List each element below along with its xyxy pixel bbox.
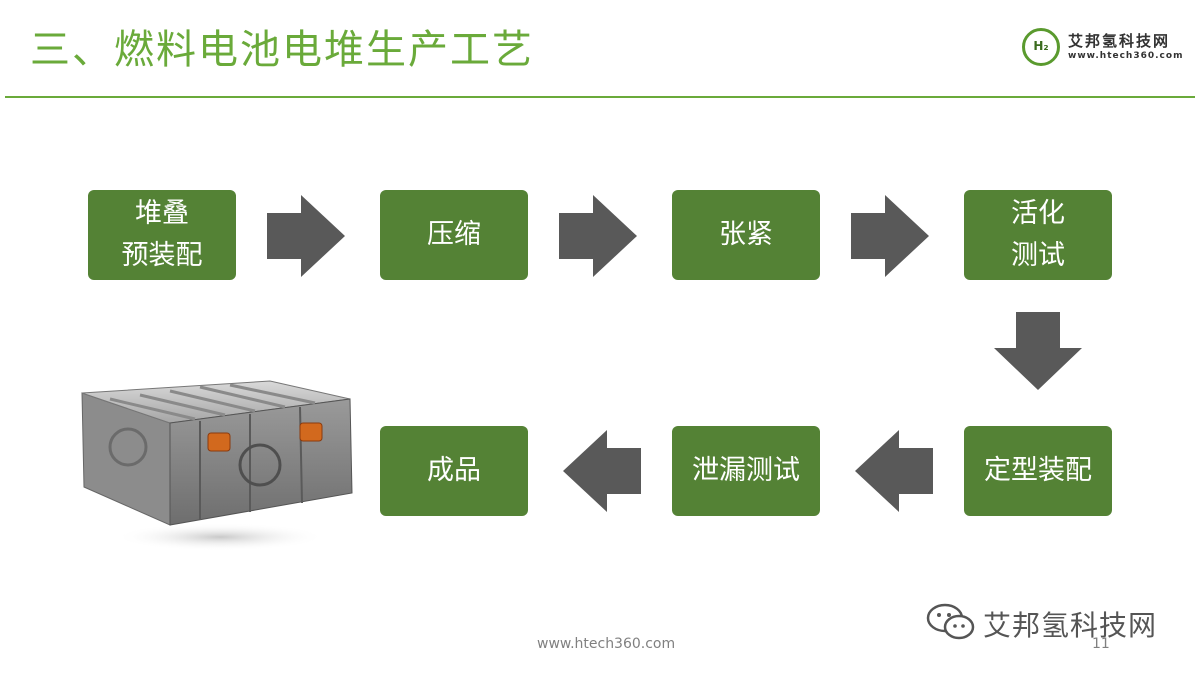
footer-url: www.htech360.com — [537, 636, 676, 652]
step-label: 泄漏测试 — [692, 455, 800, 486]
logo-h2: H₂ — [1033, 39, 1049, 53]
page-number: 11 — [1092, 636, 1110, 652]
down-arrow-icon — [994, 312, 1082, 390]
step-compress: 压缩 — [380, 190, 528, 280]
slide-title: 三、燃料电池电堆生产工艺 — [30, 27, 534, 73]
step-label: 堆叠 预装配 — [121, 198, 203, 271]
step-activation-test: 活化 测试 — [964, 190, 1112, 280]
step-tension: 张紧 — [672, 190, 820, 280]
step-finished-product: 成品 — [380, 426, 528, 516]
wechat-icon — [926, 603, 975, 640]
step-leak-test: 泄漏测试 — [672, 426, 820, 516]
right-arrow-icon — [267, 195, 345, 277]
wechat-watermark: 艾邦氢科技网 — [925, 602, 1156, 642]
step-label: 张紧 — [719, 219, 773, 250]
step-label: 压缩 — [427, 219, 481, 250]
step-final-assembly: 定型装配 — [964, 426, 1112, 516]
step-label: 活化 测试 — [1011, 198, 1065, 271]
step-stack-preassembly: 堆叠 预装配 — [88, 190, 236, 280]
right-arrow-icon — [559, 195, 637, 277]
logo-url: www.htech360.com — [1068, 51, 1184, 61]
title-divider — [5, 96, 1195, 98]
brand-logo: H₂ 艾邦氢科技网 www.htech360.com — [1022, 28, 1182, 70]
h2-logo-icon: H₂ — [1022, 28, 1060, 66]
left-arrow-icon — [855, 430, 933, 512]
step-label: 成品 — [427, 455, 481, 486]
step-label: 定型装配 — [984, 455, 1092, 486]
right-arrow-icon — [851, 195, 929, 277]
watermark-text: 艾邦氢科技网 — [983, 609, 1158, 642]
logo-name: 艾邦氢科技网 — [1068, 32, 1171, 50]
left-arrow-icon — [563, 430, 641, 512]
fuel-cell-stack-image — [81, 380, 353, 551]
